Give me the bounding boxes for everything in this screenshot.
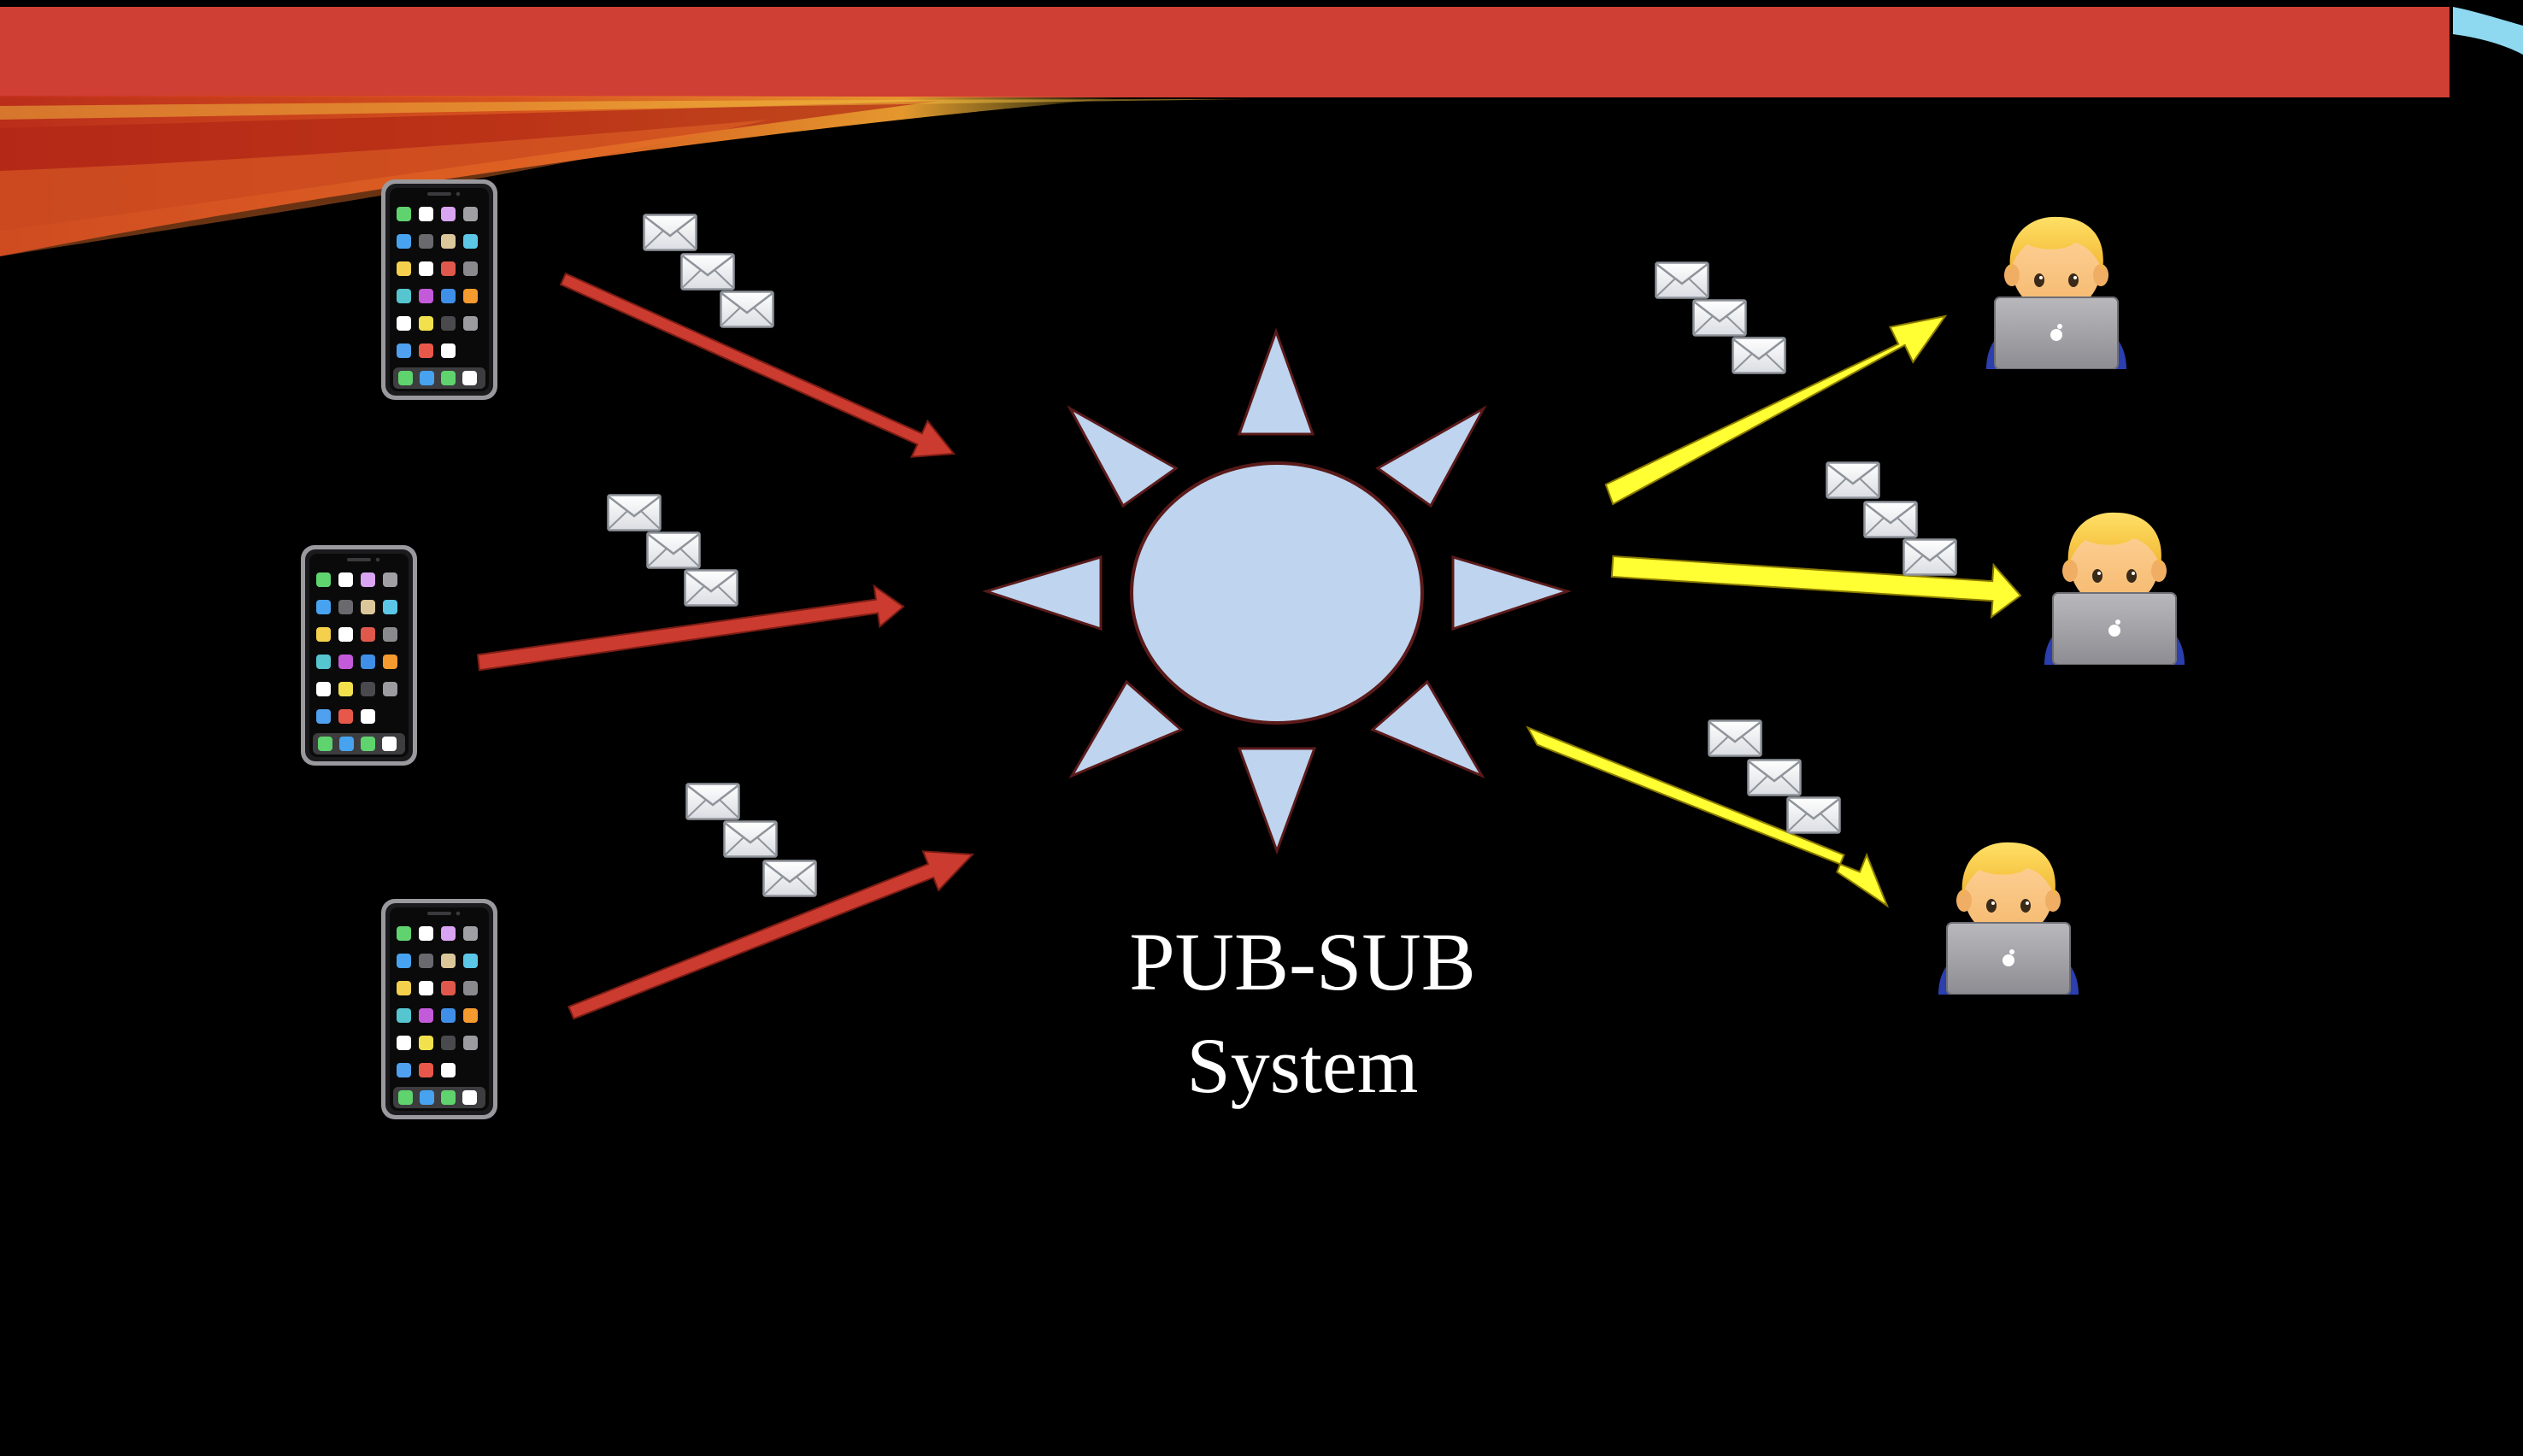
envelope-icon <box>1655 261 1709 299</box>
deliver-arrow-3 <box>1526 725 1890 908</box>
broker-ray-top-right <box>1375 405 1487 508</box>
mobile-phone-icon <box>381 179 497 400</box>
publishers <box>301 179 497 1119</box>
mobile-phone-icon <box>301 545 417 766</box>
broker-ray-right <box>1451 555 1573 631</box>
subscribers <box>1938 215 2185 995</box>
envelope-icon <box>1786 796 1841 834</box>
envelope-icon <box>1826 461 1880 499</box>
envelope-icon <box>1732 337 1786 374</box>
envelope-icon <box>723 820 778 858</box>
envelope-icon <box>1747 759 1802 796</box>
title-banner <box>0 7 2449 97</box>
envelope-icon <box>720 291 774 328</box>
envelope-icon <box>607 494 662 531</box>
envelope-icon <box>1692 299 1747 337</box>
broker-core <box>1130 461 1424 725</box>
envelope-icon <box>1863 501 1918 538</box>
technologist-with-laptop-icon <box>1938 841 2079 995</box>
broker-subtitle: System <box>1187 1022 1419 1109</box>
deliver-arrow-1 <box>1604 314 1948 506</box>
broker-ray-bottom-right <box>1370 679 1485 779</box>
deliver-arrow-2 <box>1610 555 2022 619</box>
publish-arrow-3 <box>567 850 975 1020</box>
broker-ray-bottom <box>1237 747 1317 855</box>
envelope-icon <box>646 531 701 569</box>
publish-arrows <box>476 272 975 1020</box>
envelope-icon <box>762 860 817 897</box>
envelope-icon <box>685 783 740 820</box>
broker-title: PUB-SUB <box>1129 916 1475 1007</box>
broker-ray-top-left <box>1067 405 1179 508</box>
publish-arrow-1 <box>559 272 956 458</box>
deliver-arrows <box>1526 314 2022 908</box>
technologist-with-laptop-icon <box>1985 215 2127 369</box>
decorative-streaks <box>0 96 1248 256</box>
technologist-with-laptop-icon <box>2044 511 2185 665</box>
envelope-icon <box>1708 719 1762 757</box>
broker-ray-top <box>1237 327 1315 436</box>
envelope-icon <box>643 214 697 251</box>
broker-ray-bottom-left <box>1068 679 1184 779</box>
envelope-icon <box>684 569 738 607</box>
mobile-phone-icon <box>381 899 497 1119</box>
envelope-icon <box>680 253 735 291</box>
envelope-icon <box>1903 538 1957 576</box>
publish-arrow-2 <box>476 584 905 672</box>
pub-sub-broker <box>981 327 1573 855</box>
corner-accent <box>2453 7 2523 55</box>
broker-ray-left <box>981 555 1103 631</box>
